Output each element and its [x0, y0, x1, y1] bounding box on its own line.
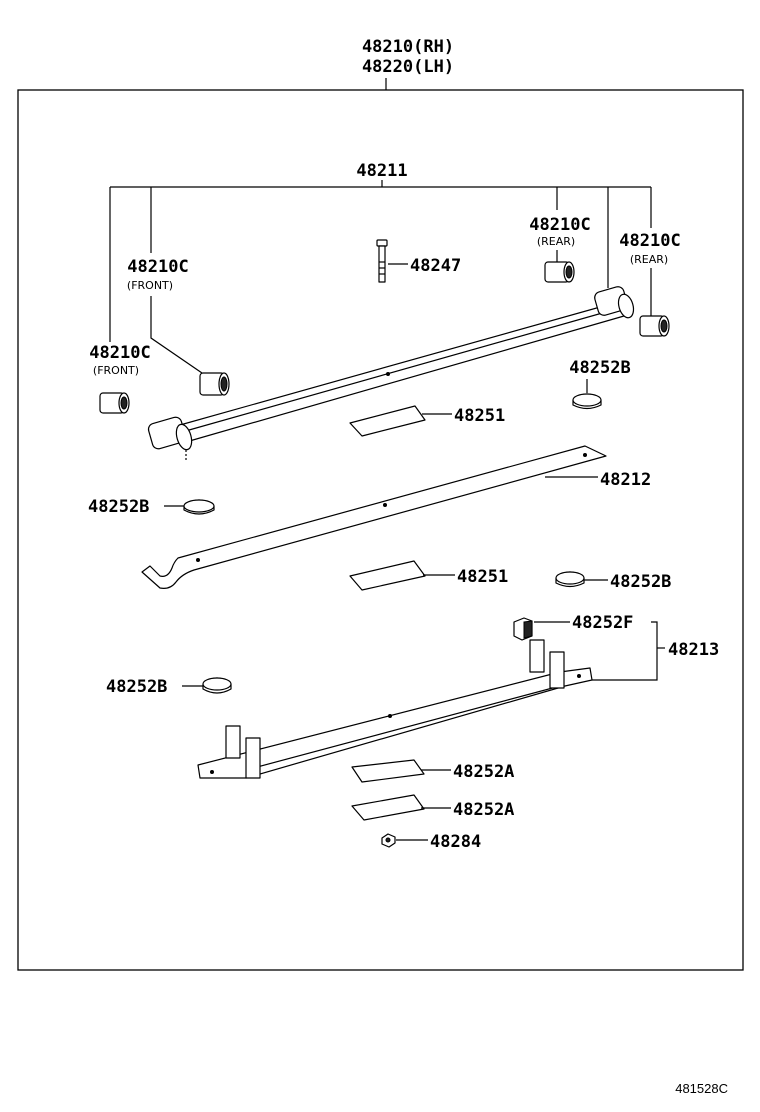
- leaf-no1: [147, 286, 635, 460]
- insert-right-label: 48252B: [569, 358, 630, 378]
- leaf-no3: [197, 639, 593, 779]
- pad-upper-label: 48252A: [453, 762, 514, 782]
- insert-right-lower: [555, 571, 585, 588]
- clip-insert-label: 48252F: [572, 613, 633, 633]
- leaf-no3-label: 48213: [668, 640, 719, 660]
- bushing-rear-outer: [639, 315, 670, 337]
- bushing-front-left-note: (FRONT): [93, 364, 139, 377]
- bushing-rear-inner-label: 48210C: [529, 215, 590, 235]
- pad-lower: [351, 794, 425, 821]
- insert-right: [572, 393, 602, 410]
- insert-left-lower: [202, 677, 232, 694]
- nut-label: 48284: [430, 832, 481, 852]
- bushing-rear-outer-label: 48210C: [619, 231, 680, 251]
- diagram-frame: [17, 89, 744, 971]
- bushing-front-inner-leader: [150, 296, 203, 374]
- insert-left-upper: [183, 499, 215, 515]
- bushing-front-left-label: 48210C: [89, 343, 150, 363]
- center-bolt: [376, 239, 388, 283]
- liner-lower-label: 48251: [457, 567, 508, 587]
- diagram-code: 481528C: [675, 1081, 728, 1096]
- liner-lower: [349, 560, 426, 591]
- bushing-rear-outer-note: (REAR): [630, 253, 668, 266]
- insert-left-upper-label: 48252B: [88, 497, 149, 517]
- bushing-front-inner-label: 48210C: [127, 257, 188, 277]
- bushing-rear-inner: [544, 261, 575, 283]
- insert-left-lower-label: 48252B: [106, 677, 167, 697]
- bushing-rear-inner-note: (REAR): [537, 235, 575, 248]
- liner-upper-label: 48251: [454, 406, 505, 426]
- clip-insert: [513, 617, 533, 641]
- bushing-front-inner-note: (FRONT): [127, 279, 173, 292]
- pad-lower-label: 48252A: [453, 800, 514, 820]
- leaf-no1-label: 48211: [356, 161, 407, 181]
- leaf-no1-bracket: [109, 180, 652, 342]
- leaf-no2: [141, 445, 607, 589]
- assembly-number-lh: 48220(LH): [362, 57, 454, 77]
- insert-right-lower-label: 48252B: [610, 572, 671, 592]
- liner-upper: [349, 405, 426, 437]
- pad-upper: [351, 759, 425, 783]
- leaf-no2-label: 48212: [600, 470, 651, 490]
- nut: [381, 833, 396, 848]
- assembly-number-rh: 48210(RH): [362, 37, 454, 57]
- center-bolt-label: 48247: [410, 256, 461, 276]
- leaf-no3-bracket: [592, 621, 658, 681]
- bushing-front-inner: [199, 372, 230, 396]
- bushing-front-left: [99, 392, 130, 414]
